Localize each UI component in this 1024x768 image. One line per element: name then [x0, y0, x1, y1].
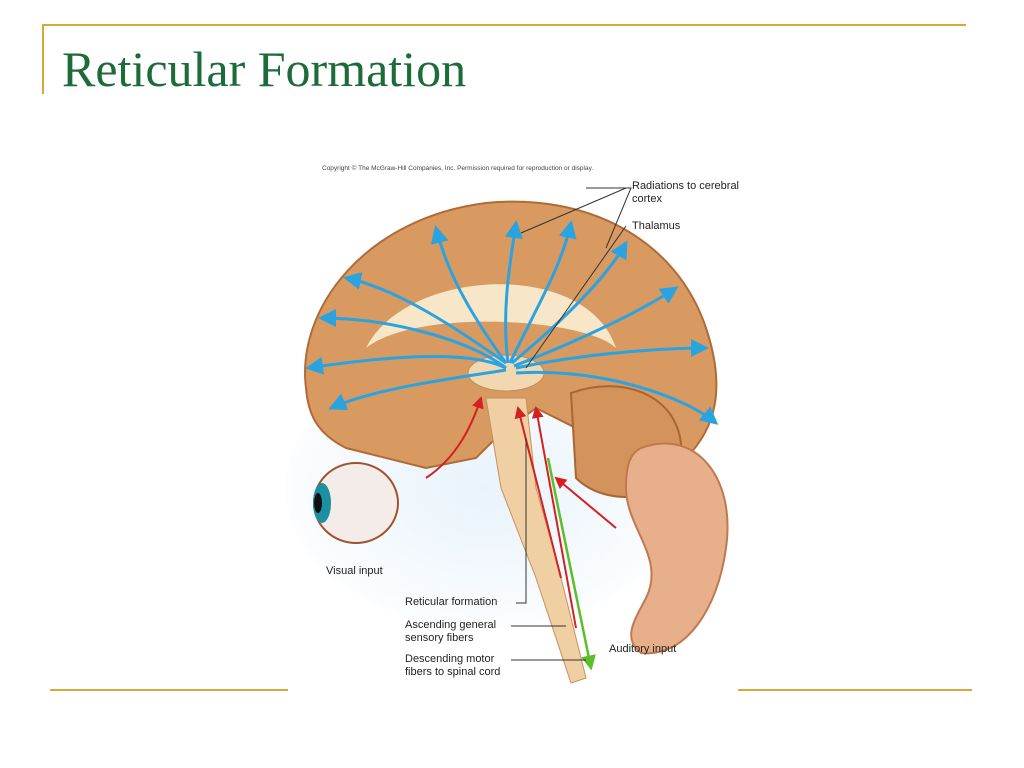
brainstem — [485, 397, 587, 684]
radiation-arrow — [511, 240, 628, 365]
radiation-arrows — [305, 220, 719, 425]
radiation-arrow — [513, 286, 679, 368]
label-visual-input: Visual input — [326, 565, 383, 577]
leader-lines — [511, 187, 632, 661]
bottom-rule-left — [50, 689, 288, 691]
label-reticular-formation: Reticular formation — [405, 596, 498, 608]
ascending-arrows — [425, 396, 617, 629]
radiation-arrow — [430, 225, 508, 364]
ear-icon — [624, 442, 729, 655]
left-rule — [42, 24, 44, 94]
auditory-pathway-arrow — [554, 476, 617, 529]
brain-illustration — [286, 187, 729, 684]
label-thalamus: Thalamus — [632, 220, 681, 232]
visual-pathway-arrow — [425, 396, 484, 479]
label-auditory-input: Auditory input — [609, 643, 677, 655]
copyright-notice: Copyright © The McGraw-Hill Companies, I… — [322, 165, 594, 172]
bottom-rule-right — [738, 689, 972, 691]
ascending-arrow — [531, 406, 577, 629]
brain-diagram: Copyright © The McGraw-Hill Companies, I… — [286, 158, 739, 738]
radiation-arrow — [504, 220, 523, 364]
eye-icon — [313, 462, 399, 544]
ascending-arrow — [514, 406, 562, 579]
top-rule — [42, 24, 966, 26]
label-descending-fibers: Descending motor fibers to spinal cord — [405, 653, 501, 678]
label-radiations: Radiations to cerebral cortex — [632, 180, 740, 205]
radiation-arrow — [515, 339, 709, 370]
radiation-arrow — [343, 272, 507, 365]
radiation-arrow — [328, 368, 507, 411]
slide-title: Reticular Formation — [62, 41, 467, 97]
corpus-callosum — [366, 284, 616, 348]
radiation-arrow — [305, 354, 507, 375]
radiation-arrow — [515, 370, 719, 425]
label-ascending-fibers: Ascending general sensory fibers — [405, 619, 497, 644]
radiation-arrow — [318, 309, 507, 370]
radiation-arrow — [508, 220, 577, 364]
descending-arrow — [546, 457, 596, 671]
